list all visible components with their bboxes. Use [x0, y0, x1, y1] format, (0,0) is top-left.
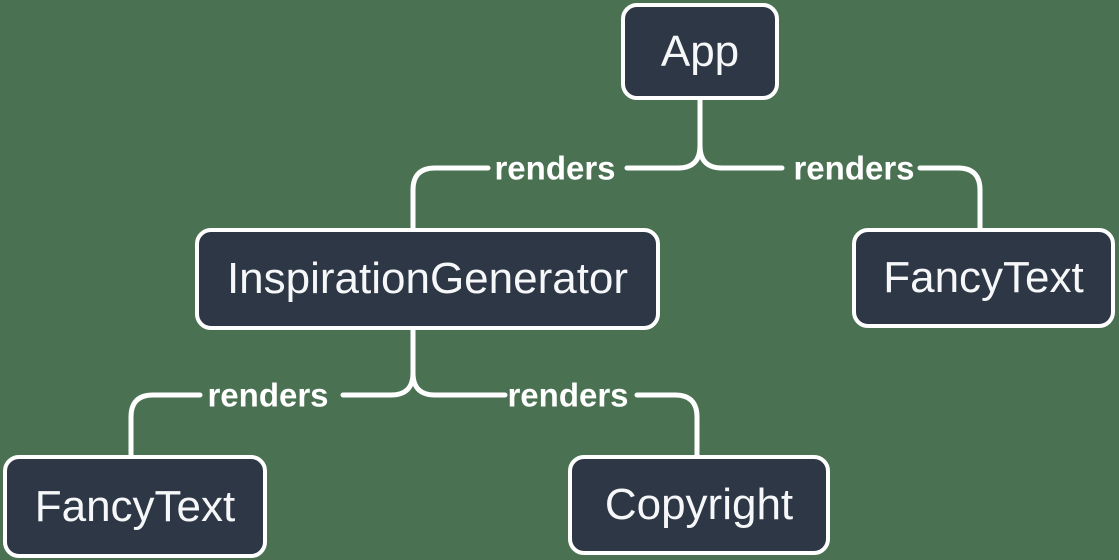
- node-fancytext-right: FancyText: [852, 228, 1115, 328]
- node-app: App: [621, 3, 779, 100]
- edge-label-inspirationgenerator-fancytext: renders: [207, 376, 329, 414]
- edge-inspirationgenerator-to-copyright: [410, 370, 700, 458]
- node-inspiration-generator: InspirationGenerator: [195, 228, 660, 330]
- edge-label-app-fancytext: renders: [793, 149, 915, 187]
- node-copyright: Copyright: [568, 455, 830, 555]
- node-copyright-label: Copyright: [604, 480, 794, 529]
- node-app-label: App: [660, 26, 740, 76]
- node-fancytext-right-label: FancyText: [883, 253, 1084, 302]
- edge-label-inspirationgenerator-copyright: renders: [507, 376, 629, 414]
- node-inspiration-generator-label: InspirationGenerator: [226, 254, 629, 303]
- node-fancytext-left-label: FancyText: [34, 481, 236, 531]
- node-fancytext-left: FancyText: [3, 455, 267, 558]
- edge-label-app-inspirationgenerator: renders: [494, 149, 616, 187]
- edge-app-to-fancytext: [697, 143, 983, 231]
